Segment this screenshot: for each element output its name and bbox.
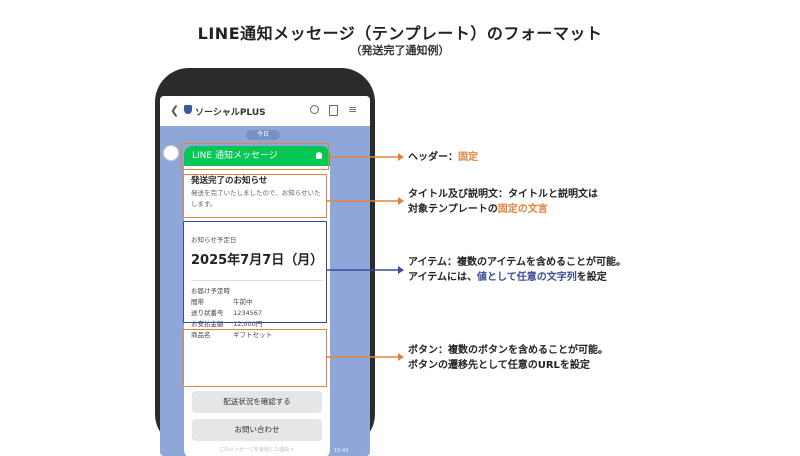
check-delivery-button[interactable]: 配送状況を確認する: [192, 391, 322, 413]
item-key: 商品名: [191, 331, 211, 339]
shield-icon: [184, 105, 192, 114]
item-annotation-highlight: 値として任意の文字列: [477, 272, 577, 283]
list-item: 送り状番号 1234567: [191, 308, 272, 319]
item-key: お支払金額: [191, 320, 224, 328]
item-value: 午前中: [233, 298, 253, 306]
title-annotation-line1: タイトル及び説明文：タイトルと説明文は: [408, 189, 598, 200]
title-annotation: タイトル及び説明文：タイトルと説明文は 対象テンプレートの固定の文言: [408, 187, 598, 217]
button-annotation: ボタン：複数のボタンを含めることが可能。 ボタンの遷移先として任意のURLを設定: [408, 343, 608, 373]
page-title: LINE通知メッセージ（テンプレート）のフォーマット: [197, 24, 603, 43]
item-annotation: アイテム：複数のアイテムを含めることが可能。 アイテムには、値として任意の文字列…: [408, 255, 626, 285]
page-subtitle: （発送完了通知例）: [350, 44, 450, 57]
title-annotation-prefix: 対象テンプレートの: [408, 204, 498, 215]
item-date-label: お知らせ予定日: [191, 236, 237, 244]
footer-note[interactable]: このメッセージを受信した理由 >: [219, 447, 295, 453]
connector-lines: [327, 153, 404, 361]
date-chip: 今日: [246, 130, 280, 140]
contact-button[interactable]: お問い合わせ: [192, 419, 322, 441]
divider: [191, 280, 323, 281]
avatar[interactable]: [163, 145, 179, 161]
chat-screen: ❮ ソーシャルPLUS ≡ 今日 LINE 通知メッセージ 発送完了のお知らせ …: [160, 96, 370, 456]
note-icon[interactable]: [329, 105, 338, 116]
list-item: 商品名 ギフトセット: [191, 330, 272, 341]
button-highlight: [183, 329, 327, 387]
header-annotation: ヘッダー：固定: [408, 150, 478, 165]
item-value: 12,000円: [233, 320, 263, 328]
timestamp: 15:43: [334, 448, 349, 454]
notification-card: LINE 通知メッセージ 発送完了のお知らせ 発送を完了いたしましたので、お知ら…: [184, 146, 330, 456]
button-annotation-line2: ボタンの遷移先として任意のURLを設定: [408, 360, 590, 371]
info-description: 発送を完了いたしましたので、お知らせいたします。: [191, 189, 321, 208]
list-item: お届け予定時間帯 午前中: [191, 286, 272, 308]
header-annotation-label: ヘッダー：: [408, 152, 458, 163]
chat-name: ソーシャルPLUS: [195, 108, 266, 118]
item-value: 1234567: [233, 309, 263, 317]
header-highlight: [181, 143, 329, 170]
search-icon[interactable]: [310, 105, 319, 114]
menu-icon[interactable]: ≡: [348, 103, 358, 116]
item-highlight: [183, 221, 327, 323]
card-header-label: LINE 通知メッセージ: [192, 151, 278, 161]
item-key: お届け予定時間帯: [191, 287, 230, 306]
item-annotation-line1: アイテム：複数のアイテムを含めることが可能。: [408, 257, 626, 268]
item-value: ギフトセット: [233, 331, 273, 339]
phone-mockup: ❮ ソーシャルPLUS ≡ 今日 LINE 通知メッセージ 発送完了のお知らせ …: [155, 68, 375, 456]
item-list: お届け予定時間帯 午前中 送り状番号 1234567 お支払金額 12,000円…: [191, 286, 272, 341]
title-annotation-highlight: 固定の文言: [497, 204, 548, 215]
info-title: 発送完了のお知らせ: [191, 176, 268, 186]
button-annotation-line1: ボタン：複数のボタンを含めることが可能。: [408, 345, 608, 356]
title-highlight: [183, 174, 327, 218]
item-annotation-prefix: アイテムには、: [408, 272, 477, 283]
header-annotation-highlight: 固定: [458, 152, 478, 163]
item-date: 2025年7月7日（月）: [191, 253, 324, 268]
app-bar: ❮ ソーシャルPLUS ≡: [160, 96, 370, 126]
item-key: 送り状番号: [191, 309, 224, 317]
card-header: LINE 通知メッセージ: [184, 146, 330, 166]
item-annotation-suffix: を設定: [576, 272, 607, 283]
list-item: お支払金額 12,000円: [191, 319, 272, 330]
bell-icon: [316, 152, 322, 159]
back-icon[interactable]: ❮: [170, 104, 180, 117]
